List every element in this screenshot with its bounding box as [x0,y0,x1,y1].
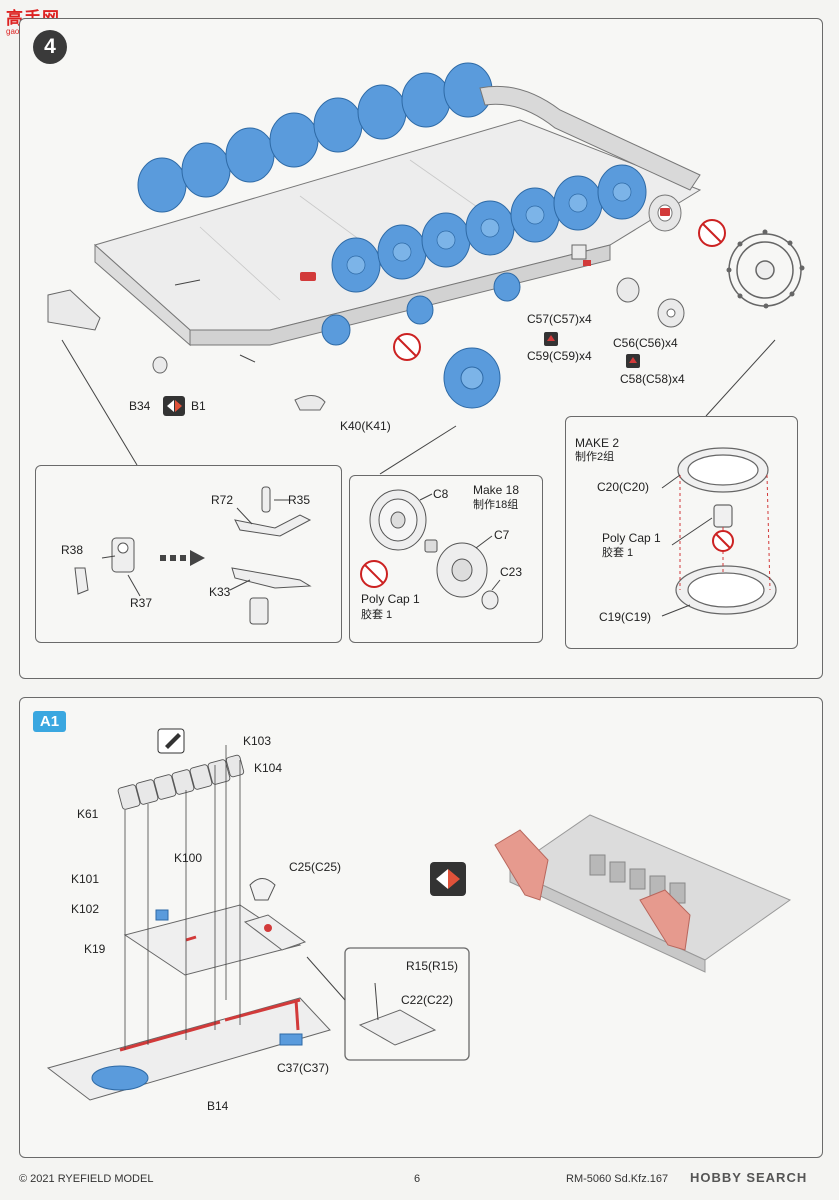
step-number-badge: 4 [33,30,67,64]
footer-watermark: HOBBY SEARCH [690,1170,808,1185]
label-c25: C25(C25) [289,860,342,874]
sprocket-teeth [726,229,805,309]
b14-blue-hatch [91,1065,149,1091]
label-b34: B34 [129,399,151,413]
label-c56: C56(C56)x4 [613,336,678,350]
upper-road-wheels [137,62,493,213]
label-polycap-mid-cn: 胶套 1 [361,609,393,621]
no-glue-icon [393,219,726,361]
label-k33: K33 [209,585,231,599]
label-k104: K104 [254,761,283,775]
b14-red-guides [119,998,301,1052]
label-make-18-cn: 制作18组 [473,499,519,511]
label-k101: K101 [71,872,100,886]
label-polycap-right-cn: 胶套 1 [602,547,634,559]
label-c19: C19(C19) [599,610,652,624]
label-polycap-mid: Poly Cap 1 [361,592,420,606]
either-side-icon [163,396,185,416]
k100-blue-part [155,909,169,921]
callout-leaders [61,279,776,475]
label-make-18: Make 18 [473,483,520,497]
label-r72: R72 [211,493,234,507]
upper-track [479,85,701,191]
detail-suspension-arm [35,465,342,643]
label-polycap-right: Poly Cap 1 [602,531,661,545]
sub-assembly-badge: A1 [33,711,66,732]
label-k102: K102 [71,902,100,916]
label-r38: R38 [61,543,84,557]
wheel-hubs [346,182,632,275]
label-k61: K61 [77,807,99,821]
base-plate-b14 [46,997,331,1101]
detail-drive-sprocket [565,416,798,649]
inset-c22 [344,947,470,1061]
footer-page-number: 6 [414,1173,421,1185]
no-glue-icon-sprocket [712,530,734,552]
red-insert-marks [300,208,670,281]
label-make-2: MAKE 2 [575,436,620,450]
c37-blue-part [279,1033,303,1046]
label-b1: B1 [191,399,206,413]
label-k19: K19 [84,942,106,956]
label-b14: B14 [207,1099,229,1113]
footer-product-code: RM-5060 Sd.Kfz.167 [566,1173,669,1185]
label-k100: K100 [174,851,203,865]
small-parts [47,244,685,411]
footer-copyright: © 2021 RYEFIELD MODEL [19,1173,154,1185]
label-c20: C20(C20) [597,480,650,494]
label-r35: R35 [288,493,311,507]
label-k103: K103 [243,734,272,748]
label-c58: C58(C58)x4 [620,372,685,386]
label-r15: R15(R15) [406,959,459,973]
reverse-side-arrows [547,335,637,363]
track-links-k61 [117,754,245,810]
label-c59: C59(C59)x4 [527,349,592,363]
part-c25-cap [249,878,276,901]
label-c8: C8 [433,487,449,501]
label-c37: C37(C37) [277,1061,330,1075]
label-c57: C57(C57)x4 [527,312,592,326]
loose-road-wheels [321,272,521,409]
label-c23: C23 [500,565,523,579]
label-c7: C7 [494,528,510,542]
paint-brush-icon [157,728,185,754]
label-make-2-cn: 制作2组 [575,451,615,463]
direction-arrow [160,550,205,566]
label-k40: K40(K41) [340,419,391,433]
plate-c25 [243,914,307,951]
inset-leader [306,956,346,1001]
a1-rendered-view [494,814,792,973]
label-r37: R37 [130,596,153,610]
label-c22: C22(C22) [401,993,454,1007]
no-glue-icon-wheel [360,560,388,588]
assembly-guides-a1 [124,745,241,1050]
either-side-icon-a1 [430,862,466,896]
